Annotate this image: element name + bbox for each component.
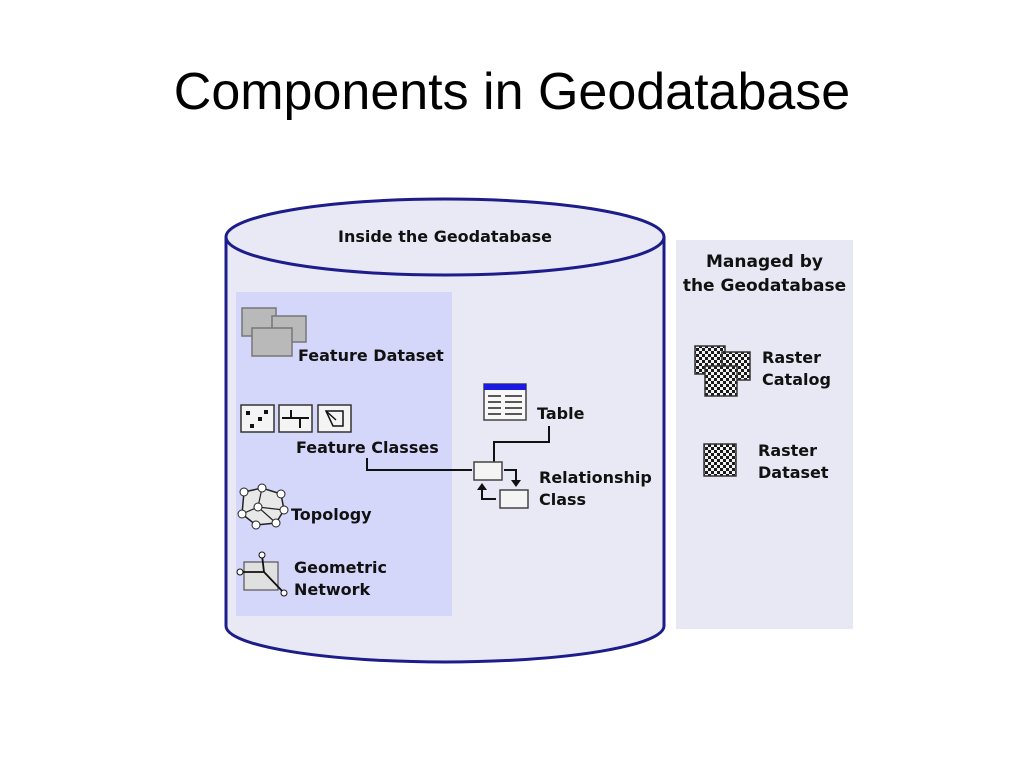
table-icon xyxy=(483,383,527,421)
managed-heading-line1: Managed by xyxy=(706,252,823,272)
relationship-class-icon xyxy=(473,461,529,509)
geometric-network-label-line2: Network xyxy=(294,580,371,599)
relationship-class-label-line1: Relationship xyxy=(539,468,652,487)
point-class-icon xyxy=(240,404,275,433)
raster-dataset-label-line2: Dataset xyxy=(758,463,829,482)
geometric-network-label-line1: Geometric xyxy=(294,558,388,577)
topology-icon xyxy=(237,483,289,530)
connector-lines xyxy=(366,426,550,471)
raster-catalog-label-line2: Catalog xyxy=(762,370,831,389)
inside-heading: Inside the Geodatabase xyxy=(338,227,552,246)
raster-catalog-icon xyxy=(694,345,751,397)
feature-classes-label: Feature Classes xyxy=(296,438,439,457)
geometric-network-label: Geometric Network xyxy=(294,557,387,601)
managed-panel xyxy=(676,240,853,629)
raster-dataset-label: Raster Dataset xyxy=(758,440,829,484)
table-label: Table xyxy=(537,404,585,423)
raster-dataset-icon xyxy=(703,443,737,477)
managed-heading-line2: the Geodatabase xyxy=(682,276,847,296)
feature-dataset-label: Feature Dataset xyxy=(298,346,444,365)
managed-heading: Managed by the Geodatabase xyxy=(676,250,853,298)
slide-title: Components in Geodatabase xyxy=(173,63,851,121)
geometric-network-icon xyxy=(236,551,288,597)
relationship-class-label: Relationship Class xyxy=(539,467,652,511)
line-class-icon xyxy=(278,404,313,433)
topology-label: Topology xyxy=(291,505,372,524)
raster-catalog-label: Raster Catalog xyxy=(762,347,831,391)
raster-dataset-label-line1: Raster xyxy=(758,441,818,460)
feature-dataset-icon xyxy=(241,307,307,357)
raster-catalog-label-line1: Raster xyxy=(762,348,822,367)
relationship-class-label-line2: Class xyxy=(539,490,587,509)
polygon-class-icon xyxy=(317,404,352,433)
